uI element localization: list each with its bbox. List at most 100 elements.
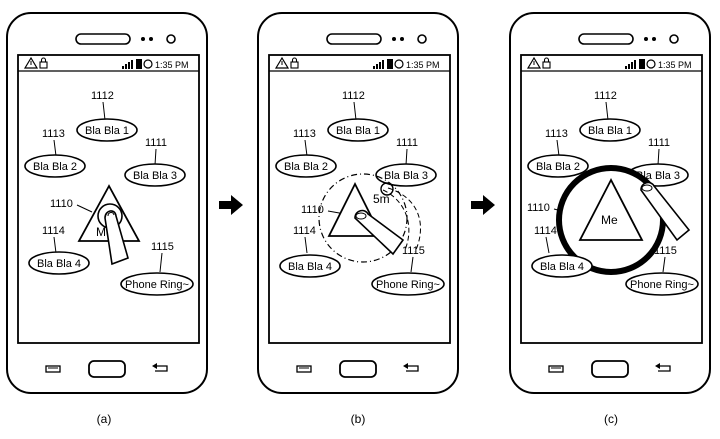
bubble-label: Bla Bla 3 [384, 170, 428, 182]
ref-label-1113: 1113 [42, 128, 65, 140]
ref-label-1115: 1115 [151, 241, 174, 253]
back-icon[interactable] [655, 363, 671, 372]
battery-icon [136, 59, 142, 69]
ref-label-1110: 1110 [527, 202, 550, 214]
menu-icon[interactable] [548, 365, 564, 373]
lock-icon [542, 57, 551, 69]
ref-label-1114: 1114 [293, 225, 316, 237]
signal-icon [373, 60, 384, 69]
status-time: 1:35 PM [406, 60, 440, 70]
back-icon[interactable] [403, 363, 419, 372]
bubble-bla-bla-4[interactable] [531, 254, 593, 278]
ref-label-1111: 1111 [396, 137, 418, 149]
warning-icon [274, 56, 290, 69]
finger-icon [104, 210, 129, 266]
bubble-bla-bla-4[interactable] [279, 254, 341, 278]
speaker-slot [578, 33, 634, 45]
ref-label-1112: 1112 [342, 90, 365, 102]
camera-icon [669, 34, 679, 44]
bubble-label: Bla Bla 1 [85, 125, 129, 137]
bubble-phone-ring[interactable] [120, 272, 194, 296]
ref-label-1112: 1112 [91, 90, 114, 102]
bubble-bla-bla-3[interactable] [375, 163, 437, 187]
me-label: Me [601, 213, 618, 227]
alarm-icon [143, 59, 153, 69]
menu-icon[interactable] [296, 365, 312, 373]
caption-c: (c) [604, 412, 618, 426]
bubble-label: Phone Ring~ [376, 279, 440, 291]
distance-range-circle [318, 173, 408, 263]
ref-label-1115: 1115 [654, 245, 677, 257]
battery-icon [387, 59, 393, 69]
me-marker[interactable] [578, 178, 644, 241]
bubble-bla-bla-2[interactable] [527, 154, 589, 178]
bubble-phone-ring[interactable] [371, 272, 445, 296]
bubble-label: Bla Bla 1 [336, 125, 380, 137]
ref-label-1112: 1112 [594, 90, 617, 102]
bubble-label: Bla Bla 1 [588, 125, 632, 137]
speaker-slot [75, 33, 131, 45]
ref-label-1114: 1114 [42, 225, 65, 237]
bubble-bla-bla-1[interactable] [76, 118, 138, 142]
bubble-label: Bla Bla 2 [284, 161, 328, 173]
lock-icon [290, 57, 299, 69]
bubble-bla-bla-4[interactable] [28, 251, 90, 275]
caption-a: (a) [97, 412, 112, 426]
bubble-phone-ring[interactable] [625, 272, 699, 296]
ref-label-1111: 1111 [145, 137, 167, 149]
bubble-label: Bla Bla 4 [540, 261, 584, 273]
bubble-bla-bla-1[interactable] [327, 118, 389, 142]
camera-icon [417, 34, 427, 44]
alarm-icon [646, 59, 656, 69]
bubble-label: Bla Bla 3 [133, 170, 177, 182]
lock-icon [39, 57, 48, 69]
bubble-bla-bla-3[interactable] [124, 163, 186, 187]
ref-label-1111: 1111 [648, 137, 670, 149]
bubble-label: Bla Bla 2 [33, 161, 77, 173]
drag-trail [387, 187, 422, 253]
alarm-icon [394, 59, 404, 69]
finger-icon [640, 181, 691, 242]
camera-icon [166, 34, 176, 44]
bubble-label: Bla Bla 2 [536, 161, 580, 173]
arrow-right-icon [471, 195, 495, 215]
ref-label-1113: 1113 [293, 128, 316, 140]
touch-ring [380, 182, 394, 196]
status-time: 1:35 PM [658, 60, 692, 70]
sensor-dot [141, 37, 145, 41]
warning-icon [526, 56, 542, 69]
arrow-right-icon [219, 195, 243, 215]
sensor-dot [149, 37, 153, 41]
caption-b: (b) [351, 412, 366, 426]
bubble-label: Phone Ring~ [630, 279, 694, 291]
bubble-label: Bla Bla 4 [37, 258, 81, 270]
signal-icon [625, 60, 636, 69]
bubble-bla-bla-2[interactable] [24, 154, 86, 178]
bubble-bla-bla-1[interactable] [579, 118, 641, 142]
battery-icon [639, 59, 645, 69]
home-icon[interactable] [339, 360, 377, 378]
signal-icon [122, 60, 133, 69]
bubble-label: Bla Bla 4 [288, 261, 332, 273]
distance-label: 5m [373, 192, 390, 206]
ref-label-1115: 1115 [402, 245, 425, 257]
ref-label-1114: 1114 [534, 225, 557, 237]
ref-label-1110: 1110 [301, 204, 324, 216]
drag-trail [382, 189, 410, 251]
speaker-slot [326, 33, 382, 45]
warning-icon [23, 56, 39, 69]
ref-label-1113: 1113 [545, 128, 568, 140]
phone-panel-c: 1:35 PM 1112 Bla Bla 1 1113 Bla Bla 2 11… [509, 12, 711, 394]
status-time: 1:35 PM [155, 60, 189, 70]
finger-icon [354, 209, 405, 256]
home-icon[interactable] [88, 360, 126, 378]
phone-panel-a: 1:35 PM 1112 Bla Bla 1 1113 Bla Bla 2 11… [6, 12, 208, 394]
menu-icon[interactable] [45, 365, 61, 373]
bubble-bla-bla-2[interactable] [275, 154, 337, 178]
back-icon[interactable] [152, 363, 168, 372]
home-icon[interactable] [591, 360, 629, 378]
ref-label-1110: 1110 [50, 198, 73, 210]
bubble-label: Phone Ring~ [125, 279, 189, 291]
phone-panel-b: 1:35 PM 1112 Bla Bla 1 1113 Bla Bla 2 11… [257, 12, 459, 394]
